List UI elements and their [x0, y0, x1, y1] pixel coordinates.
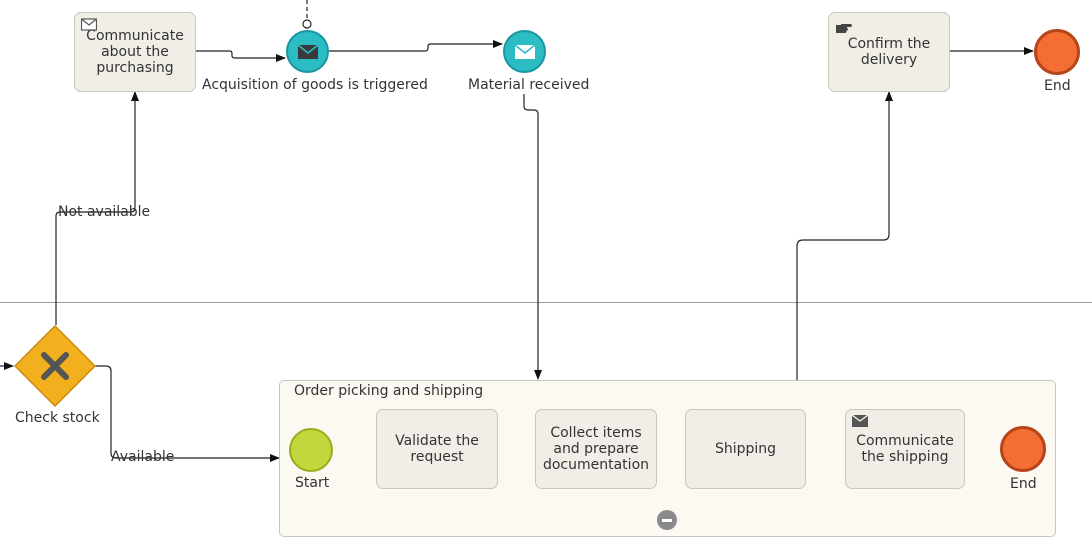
event-label: Material received	[468, 77, 590, 93]
event-acquisition-triggered[interactable]	[286, 30, 329, 73]
event-label: End	[1010, 476, 1037, 492]
task-validate-request[interactable]: Validate the request	[376, 409, 498, 489]
task-confirm-delivery[interactable]: Confirm the delivery	[828, 12, 950, 92]
task-communicate-shipping[interactable]: Communicate the shipping	[845, 409, 965, 489]
lane-divider	[0, 302, 1092, 303]
flow-subprocess-to-confirm	[796, 91, 893, 380]
event-material-received[interactable]	[503, 30, 546, 73]
minus-icon[interactable]	[657, 510, 677, 530]
subprocess-title: Order picking and shipping	[294, 383, 484, 399]
envelope-icon	[515, 45, 535, 59]
task-shipping[interactable]: Shipping	[685, 409, 806, 489]
flow-available	[95, 365, 280, 462]
task-label: Confirm the delivery	[847, 36, 931, 68]
event-label: Start	[295, 475, 330, 491]
flow-label-available: Available	[111, 449, 175, 465]
task-label: Shipping	[714, 441, 777, 457]
event-label: End	[1044, 78, 1071, 94]
flow-acquisition-to-material	[329, 40, 503, 52]
task-collect-items[interactable]: Collect items and prepare documentation	[535, 409, 657, 489]
envelope-icon	[81, 18, 97, 31]
end-event-top[interactable]	[1034, 29, 1080, 75]
hand-pointer-icon	[836, 24, 852, 33]
task-label: Validate the request	[395, 433, 479, 465]
flow-material-to-subprocess	[523, 94, 542, 380]
flow-communicate-to-acquisition	[196, 50, 286, 62]
task-label: Communicate the shipping	[856, 433, 954, 465]
end-event-sub[interactable]	[1000, 426, 1046, 472]
task-communicate-purchasing[interactable]: Communicate about the purchasing	[74, 12, 196, 92]
start-event[interactable]	[289, 428, 333, 472]
flow-not-available	[55, 91, 139, 325]
task-label: Communicate about the purchasing	[86, 28, 184, 76]
exclusive-gateway[interactable]	[14, 325, 96, 407]
gateway-label: Check stock	[15, 410, 100, 426]
association-endpoint	[302, 19, 312, 29]
event-label: Acquisition of goods is triggered	[202, 77, 428, 93]
flow-label-not-available: Not available	[58, 204, 151, 220]
x-icon	[41, 352, 69, 380]
task-label: Collect items and prepare documentation	[542, 425, 650, 473]
envelope-icon	[298, 45, 318, 59]
envelope-icon	[852, 415, 868, 427]
